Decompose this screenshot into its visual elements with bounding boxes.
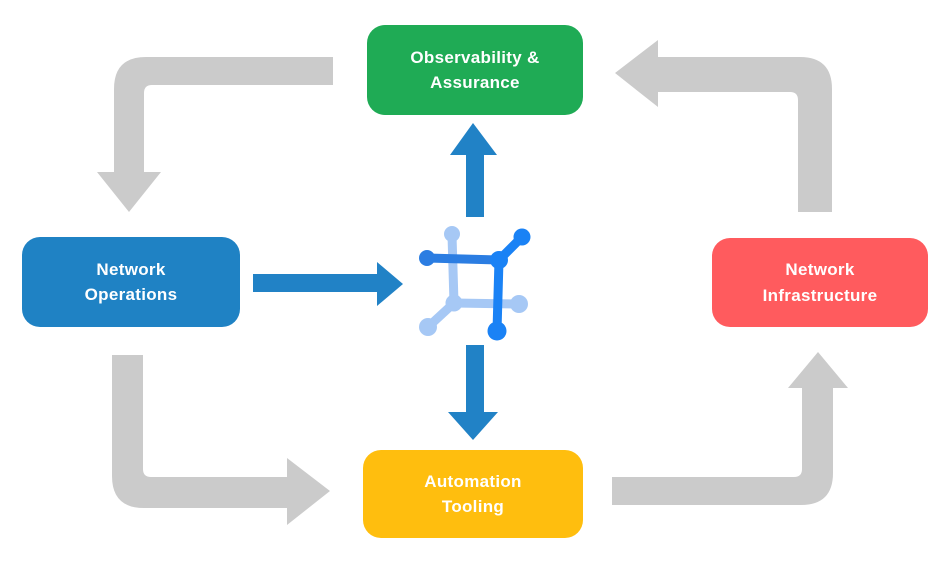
arrow-network-operations-to-automation-tooling — [112, 355, 330, 525]
icon-light-nodes — [419, 226, 528, 336]
arrow-network-operations-to-center — [253, 262, 403, 306]
arrow-automation-tooling-to-network-infrastructure — [612, 352, 848, 505]
node-network-operations: Network Operations — [22, 237, 240, 327]
node-network-operations-label: Network Operations — [84, 259, 178, 305]
node-observability-assurance: Observability & Assurance — [367, 25, 583, 115]
arrow-center-to-observability — [450, 123, 497, 217]
arrow-center-to-automation-tooling — [448, 345, 498, 440]
node-network-infrastructure: Network Infrastructure — [712, 238, 928, 327]
network-mesh-icon — [419, 226, 531, 341]
node-automation-tooling: Automation Tooling — [363, 450, 583, 538]
node-observability-assurance-label: Observability & Assurance — [410, 47, 540, 93]
node-network-infrastructure-label: Network Infrastructure — [762, 260, 878, 305]
node-automation-tooling-label: Automation Tooling — [424, 471, 522, 517]
arrow-observability-to-network-operations — [97, 57, 333, 212]
arrow-network-infrastructure-to-observability — [615, 40, 832, 212]
icon-dark-nodes — [419, 228, 531, 341]
